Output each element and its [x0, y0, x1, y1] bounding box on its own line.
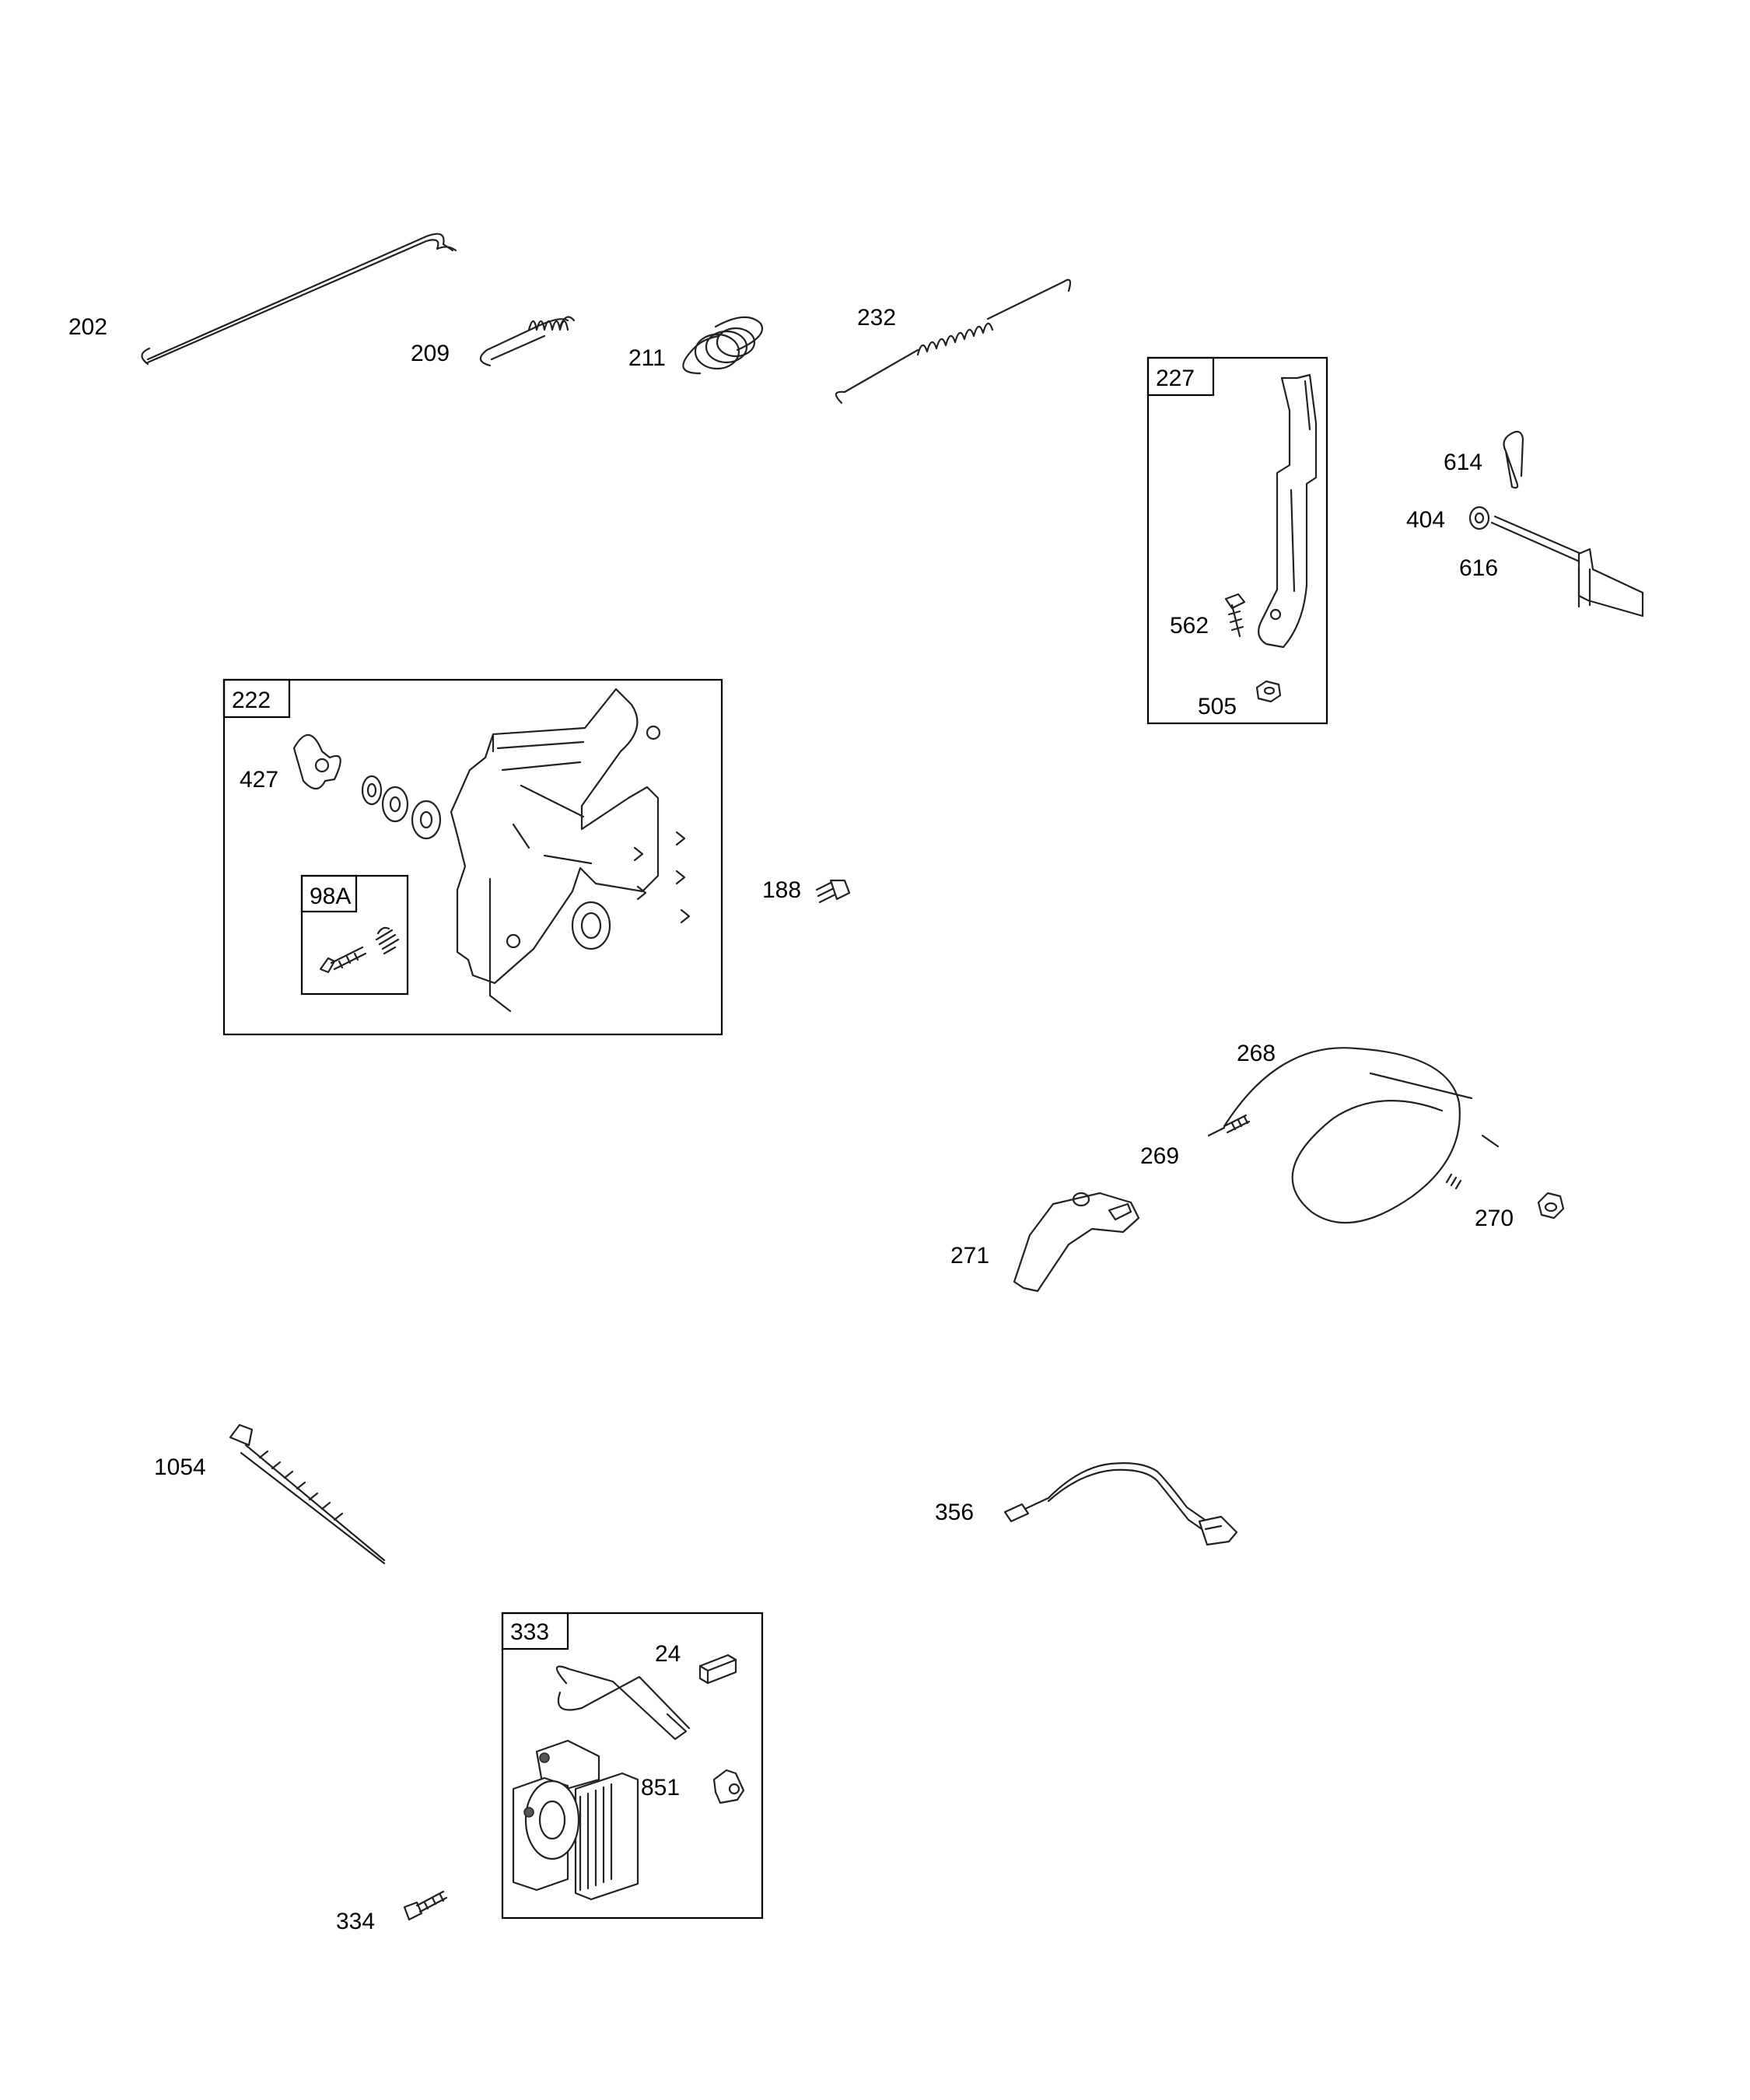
callout-270: 270 — [1475, 1206, 1514, 1231]
callout-24: 24 — [655, 1641, 681, 1667]
washers-stack[interactable] — [361, 775, 442, 840]
kit-label-227: 227 — [1156, 366, 1195, 391]
kit-label-222: 222 — [232, 688, 271, 713]
cable-tie-1054[interactable] — [229, 1423, 386, 1565]
cable-clamp-271[interactable] — [1013, 1192, 1140, 1293]
screw-188[interactable] — [815, 879, 851, 904]
callout-268: 268 — [1237, 1041, 1276, 1066]
callout-334: 334 — [336, 1909, 375, 1934]
callout-269: 269 — [1140, 1143, 1179, 1169]
connector-851[interactable] — [712, 1769, 745, 1804]
ignition-armature-333[interactable] — [512, 1665, 691, 1901]
callout-851: 851 — [641, 1775, 680, 1801]
cable-268[interactable] — [1207, 1047, 1500, 1224]
governor-link-202[interactable] — [141, 233, 457, 366]
callout-404: 404 — [1406, 507, 1445, 533]
kit-label-98A: 98A — [310, 884, 351, 909]
kit-box-333 — [501, 1612, 764, 1920]
callout-188: 188 — [762, 877, 801, 903]
spring-211[interactable] — [682, 316, 763, 375]
control-bracket[interactable] — [450, 688, 691, 1013]
callout-356: 356 — [935, 1500, 974, 1525]
screw-and-spring-98A[interactable] — [319, 926, 400, 974]
kit-label-box-222 — [222, 678, 291, 719]
callout-614: 614 — [1444, 450, 1482, 475]
callout-211: 211 — [628, 345, 666, 371]
callout-505: 505 — [1198, 694, 1237, 719]
callout-271: 271 — [950, 1243, 989, 1269]
callout-562: 562 — [1170, 613, 1209, 639]
nut-270[interactable] — [1537, 1192, 1565, 1220]
callout-209: 209 — [411, 341, 450, 366]
wing-nut-427[interactable] — [292, 733, 341, 790]
callout-616: 616 — [1459, 555, 1498, 581]
hairpin-614[interactable] — [1503, 430, 1524, 489]
cable-end-269[interactable] — [1223, 1114, 1251, 1134]
spring-232[interactable] — [835, 278, 1072, 404]
kit-label-333: 333 — [510, 1619, 549, 1645]
screw-334[interactable] — [403, 1890, 448, 1921]
control-lever-227[interactable] — [1258, 373, 1318, 649]
wire-harness-356[interactable] — [1003, 1462, 1238, 1546]
kit-label-box-98A — [300, 874, 358, 913]
shaft-616[interactable] — [1490, 515, 1644, 618]
spring-209[interactable] — [479, 316, 576, 367]
nut-505[interactable] — [1255, 680, 1282, 703]
screw-562[interactable] — [1224, 593, 1246, 638]
kit-box-222 — [222, 678, 723, 1036]
kit-box-227 — [1146, 356, 1328, 725]
kit-label-box-333 — [501, 1612, 569, 1650]
callout-232: 232 — [857, 305, 896, 331]
callout-427: 427 — [240, 767, 278, 793]
kit-label-box-227 — [1146, 356, 1215, 397]
key-24[interactable] — [698, 1654, 737, 1685]
callout-1054: 1054 — [154, 1454, 206, 1480]
washer-404[interactable] — [1468, 506, 1490, 530]
callout-202: 202 — [68, 314, 107, 340]
